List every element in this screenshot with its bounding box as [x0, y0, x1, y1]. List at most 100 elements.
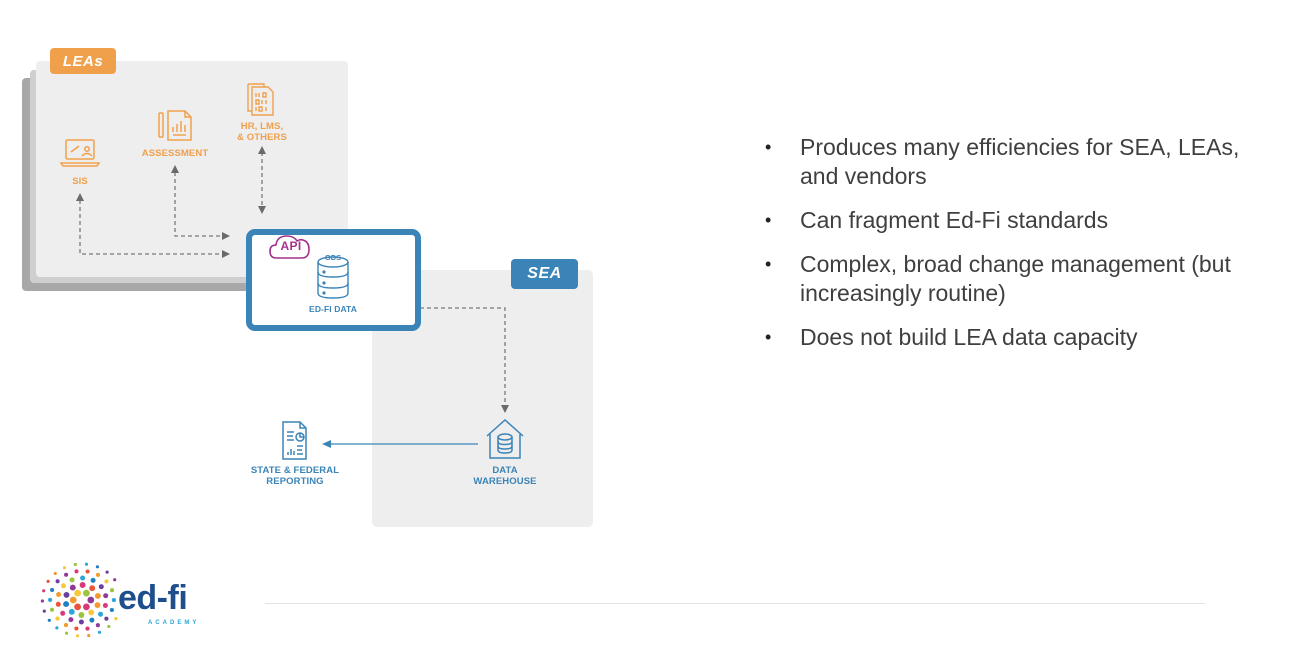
logo-dot — [75, 634, 80, 638]
reporting-label-line1: STATE & FEDERAL — [250, 465, 340, 476]
logo-dot — [50, 587, 55, 593]
bullet-list: • Produces many efficiencies for SEA, LEA… — [762, 133, 1262, 367]
logo-dot — [56, 592, 62, 597]
logo-dot — [47, 618, 51, 622]
logo-dot — [97, 630, 102, 634]
report-document-icon — [282, 421, 307, 460]
hr-down-arrowhead — [258, 206, 266, 214]
logo-dot — [63, 601, 70, 608]
bullet-text: Complex, broad change management (but in… — [800, 251, 1231, 306]
logo-dot — [65, 631, 69, 635]
logo-dot — [62, 566, 67, 570]
connector-sis — [79, 200, 222, 255]
footer-divider — [265, 603, 1205, 604]
logo-dot — [109, 607, 114, 613]
database-icon — [317, 256, 349, 299]
hr-label-line2: & OTHERS — [237, 132, 287, 143]
logo-dot — [95, 565, 99, 569]
lea-tag: LEAs — [50, 48, 116, 74]
logo-dot — [80, 575, 86, 581]
logo-dot — [40, 599, 45, 603]
logo-dot — [46, 579, 50, 584]
logo-dot — [64, 572, 69, 577]
logo-dot — [73, 562, 77, 567]
sea-panel — [372, 270, 593, 527]
logo-dot — [68, 617, 74, 623]
logo-dot — [103, 593, 109, 599]
logo-dot — [84, 562, 89, 566]
hr-up-arrowhead — [258, 146, 266, 154]
logo-dot — [79, 582, 86, 588]
assessment-up-arrowhead — [171, 165, 179, 173]
logo-dot — [113, 578, 117, 582]
logo-dot — [48, 597, 53, 602]
logo-dot — [89, 585, 96, 592]
bullet-dot-icon: • — [765, 137, 772, 157]
sis-up-arrowhead — [76, 193, 84, 201]
assessment-label: ASSESSMENT — [141, 148, 209, 159]
logo-dot — [69, 577, 75, 583]
logo-dot — [68, 608, 75, 615]
logo-dot — [74, 626, 79, 631]
logo-wordmark: ed-fi — [118, 579, 188, 617]
assessment-document-icon — [158, 110, 192, 141]
logo-dot — [53, 571, 57, 576]
warehouse-down-arrowhead — [501, 405, 509, 413]
logo-dot — [104, 579, 109, 584]
logo-dot — [74, 589, 81, 597]
logo-dot — [55, 616, 60, 621]
warehouse-icon — [486, 418, 524, 459]
edfi-data-label: ED-FI DATA — [309, 304, 357, 314]
logo-dot — [55, 579, 60, 584]
assessment-right-arrowhead — [222, 232, 230, 240]
logo-dot — [78, 619, 84, 625]
logo-dot — [104, 616, 109, 621]
reporting-label-line2: REPORTING — [266, 476, 324, 487]
logo-dot — [94, 602, 101, 609]
logo-dot — [60, 610, 66, 616]
bullet-text: Produces many efficiencies for SEA, LEAs… — [800, 134, 1240, 189]
logo-dot — [88, 609, 95, 616]
logo-dot — [98, 611, 103, 617]
logo-dot — [94, 592, 101, 599]
logo-dot — [85, 569, 90, 574]
sis-label: SIS — [72, 176, 88, 187]
connector-assessment — [174, 172, 222, 237]
logo-dot — [55, 626, 59, 630]
connector-ods-warehouse — [420, 307, 506, 406]
bullet-dot-icon: • — [765, 210, 772, 230]
logo-dot — [78, 612, 85, 618]
logo-dot — [98, 584, 104, 590]
logo-dot — [85, 626, 90, 631]
logo-dot — [95, 623, 100, 628]
logo-dot — [63, 623, 69, 628]
binary-document-icon — [247, 83, 274, 116]
logo-dot — [42, 609, 46, 613]
bullet-text: Does not build LEA data capacity — [800, 324, 1138, 350]
logo-dot — [74, 603, 81, 611]
logo-dot — [63, 591, 70, 598]
bullet-item: • Produces many efficiencies for SEA, LEA… — [762, 133, 1262, 191]
warehouse-label-line2: WAREHOUSE — [473, 476, 537, 487]
logo-dot — [74, 569, 79, 574]
logo-dot — [109, 588, 115, 593]
logo-dot — [69, 596, 77, 604]
logo-dot — [83, 589, 90, 597]
bullet-dot-icon: • — [765, 327, 772, 347]
edfi-logo-dots-icon — [40, 562, 118, 638]
logo-dot — [95, 572, 101, 577]
laptop-icon — [59, 139, 101, 167]
bullet-item: • Can fragment Ed-Fi standards — [762, 206, 1262, 235]
bullet-text: Can fragment Ed-Fi standards — [800, 207, 1109, 233]
bullet-item: •Complex, broad change management (but i… — [762, 250, 1262, 308]
logo-dot — [69, 584, 76, 591]
logo-dot — [87, 633, 91, 638]
logo-dot — [111, 598, 116, 603]
warehouse-label-line1: DATA — [492, 465, 518, 476]
logo-dot — [87, 596, 95, 604]
logo-dot — [114, 617, 118, 621]
logo-dot — [61, 583, 66, 589]
logo-dot — [55, 601, 61, 607]
sis-right-arrowhead — [222, 250, 230, 258]
